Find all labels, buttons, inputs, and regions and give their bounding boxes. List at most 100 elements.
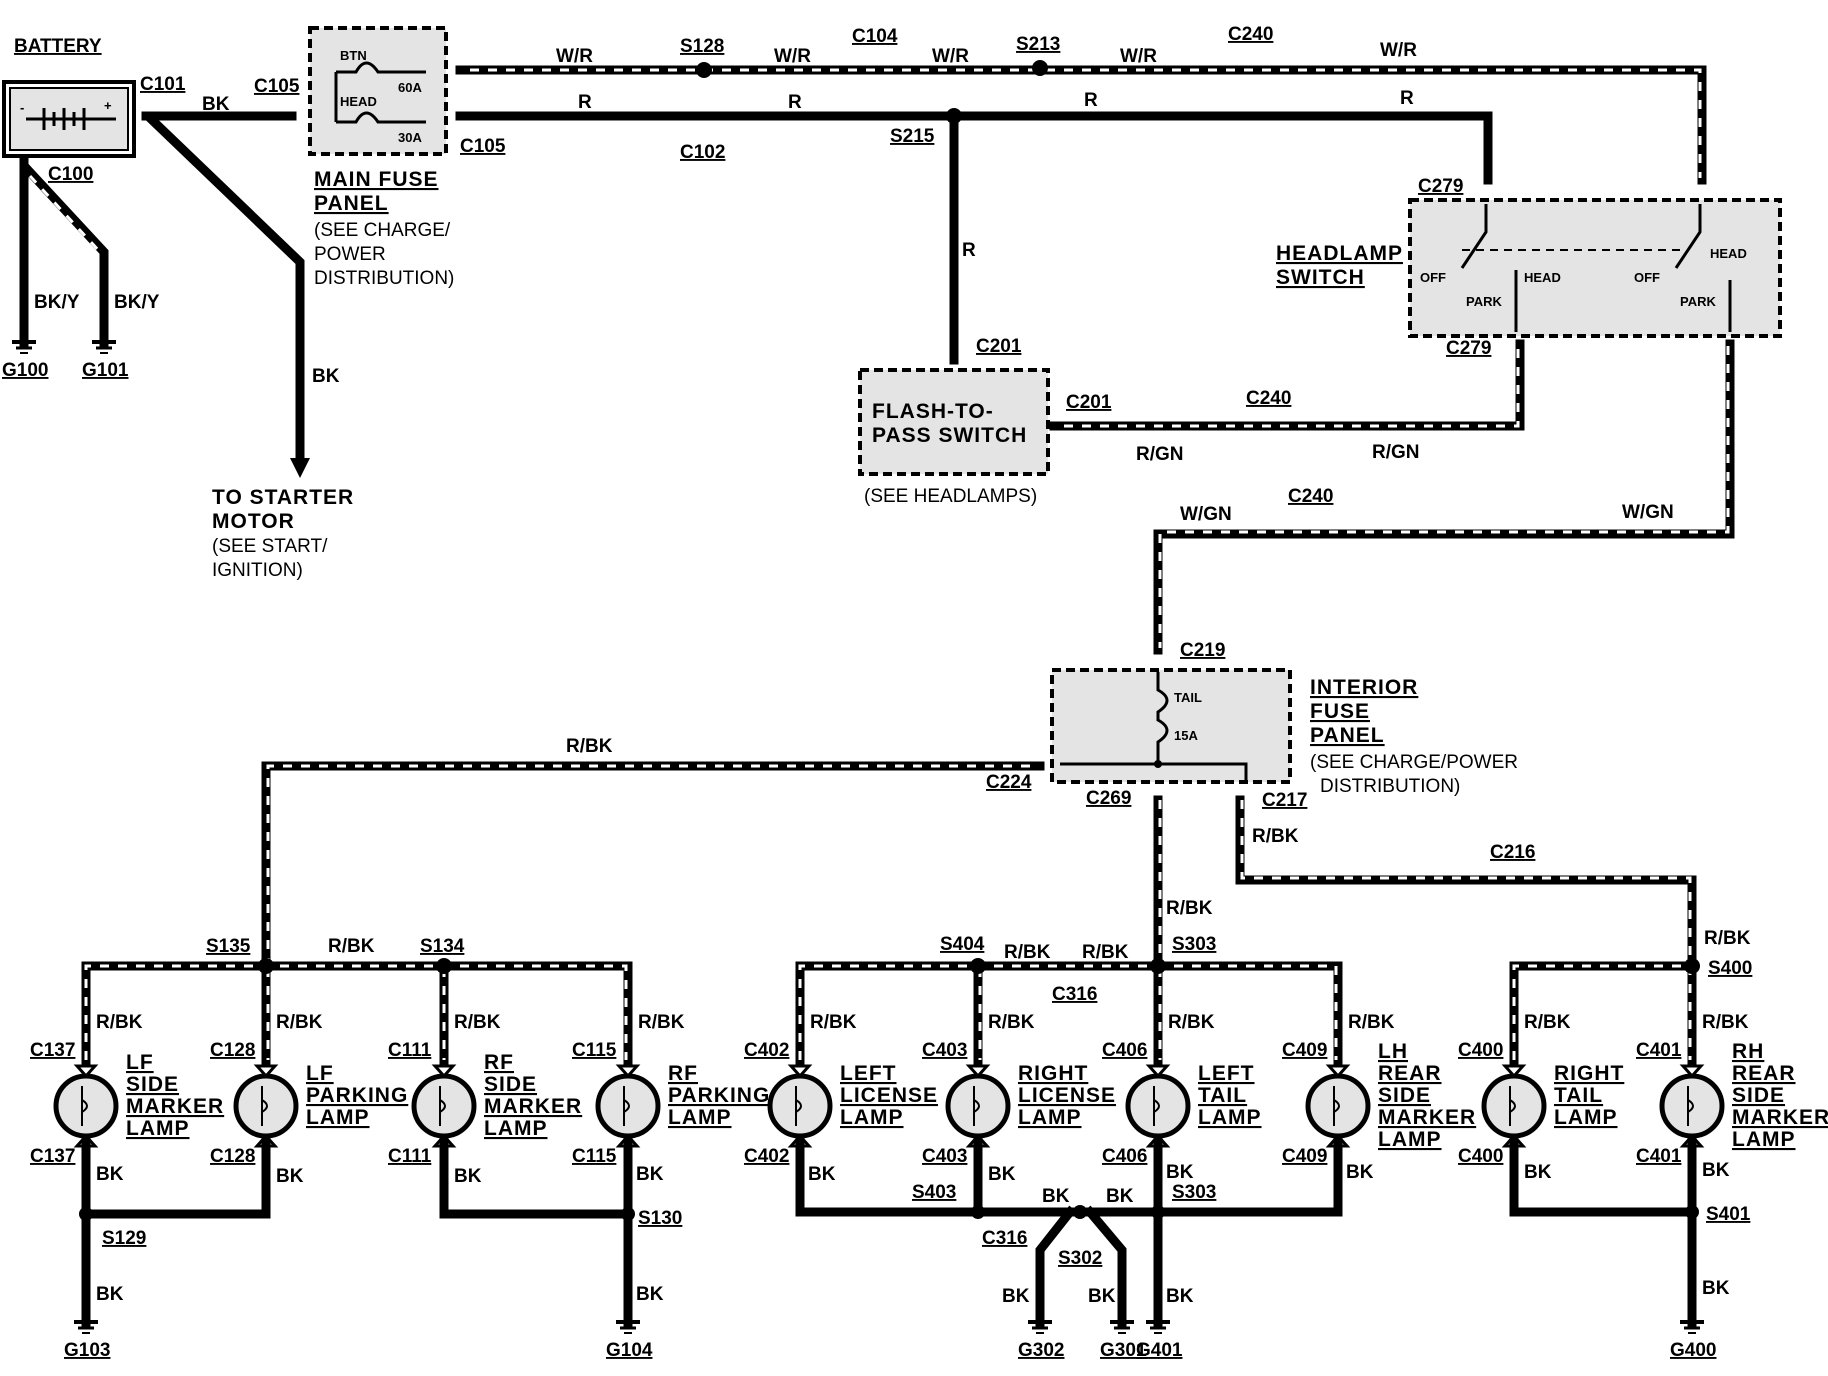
wire-bk-1: BK [202,94,230,115]
svg-text:BK: BK [636,1284,664,1305]
lamp-conn-bottom: C403 [922,1146,967,1167]
lamp-feed-label: R/BK [454,1012,501,1033]
head-label: HEAD [340,94,377,109]
ground-g401: G401 [1136,1320,1183,1361]
c100-label: C100 [48,164,93,185]
lamp-conn-bottom: C137 [30,1146,75,1167]
lamp-name-line: LICENSE [1018,1084,1116,1107]
svg-text:IGNITION): IGNITION) [212,560,303,581]
svg-text:W/GN: W/GN [1622,502,1674,523]
svg-text:OFF: OFF [1420,270,1446,285]
lamp-name-line: PARKING [306,1084,408,1107]
lamp-name-line: RF [484,1051,514,1074]
lamp-conn-top: C111 [388,1040,432,1061]
lamp-feed-label: R/BK [638,1012,685,1033]
main-fuse-panel: BTN 60A HEAD 30A [308,26,448,156]
svg-text:BK: BK [96,1164,124,1185]
lamp-name-line: LAMP [484,1117,548,1140]
lamp-name-line: SIDE [126,1073,179,1096]
svg-text:S404: S404 [940,934,985,955]
svg-text:R/GN: R/GN [1136,444,1184,465]
c105-label-a: C105 [254,76,300,97]
svg-text:MOTOR: MOTOR [212,510,295,533]
lamp-name-line: PARKING [668,1084,770,1107]
svg-text:W/R: W/R [1380,40,1417,61]
svg-text:W/R: W/R [932,46,969,67]
svg-text:BK: BK [1106,1186,1134,1207]
svg-text:POWER: POWER [314,244,386,265]
lamp-name-line: LF [126,1051,154,1074]
lamp-name-line: LICENSE [840,1084,938,1107]
lamp-name-line: MARKER [484,1095,582,1118]
svg-text:S403: S403 [912,1182,956,1203]
wire-bk-2: BK [312,366,340,387]
svg-text:INTERIOR: INTERIOR [1310,676,1418,699]
svg-text:W/GN: W/GN [1180,504,1232,525]
svg-text:W/R: W/R [1120,46,1157,67]
lamp-conn-bottom: C115 [572,1146,617,1167]
ground-label: G100 [2,360,48,381]
lamp-name-line: MARKER [1732,1106,1828,1129]
lamp-name-line: SIDE [1732,1084,1785,1107]
lamp-conn-bottom: C401 [1636,1146,1682,1167]
svg-text:OFF: OFF [1634,270,1660,285]
lamp-feed-label: R/BK [1168,1012,1215,1033]
svg-text:S302: S302 [1058,1248,1102,1269]
lamp-feed-label: R/BK [1348,1012,1395,1033]
lamp-feed-label: R/BK [276,1012,323,1033]
lamps-row: C137C137R/BKLFSIDEMARKERLAMPC128C128R/BK… [30,1012,1828,1167]
svg-text:TAIL: TAIL [1174,690,1202,705]
lamp-name-line: LAMP [1554,1106,1618,1129]
svg-text:C240: C240 [1246,388,1291,409]
svg-text:S129: S129 [102,1228,146,1249]
interior-fuse-panel: TAIL 15A [1050,668,1292,784]
svg-text:R/BK: R/BK [1704,928,1751,949]
svg-text:R/BK: R/BK [1166,898,1213,919]
lamp-name-line: LAMP [1732,1128,1796,1151]
lamp-feed-label: R/BK [1702,1012,1749,1033]
svg-text:R: R [788,92,802,113]
svg-text:PASS SWITCH: PASS SWITCH [872,424,1027,447]
svg-text:R/BK: R/BK [566,736,613,757]
ground-label: G301 [1100,1340,1147,1361]
lamp-name-line: LAMP [1018,1106,1082,1129]
svg-text:R: R [578,92,592,113]
wire-bky-2: BK/Y [114,292,160,313]
lamp-feed-label: R/BK [988,1012,1035,1033]
svg-text:(SEE START/: (SEE START/ [212,536,328,557]
ground-label: G101 [82,360,129,381]
lamp-conn-top: C402 [744,1040,789,1061]
lamp-conn-top: C401 [1636,1040,1682,1061]
s213-splice [1032,60,1048,76]
svg-text:BK: BK [1346,1162,1374,1183]
ground-label: G103 [64,1340,110,1361]
svg-text:C240: C240 [1288,486,1333,507]
svg-text:BK: BK [1002,1286,1030,1307]
lamp-name-line: RIGHT [1018,1062,1088,1085]
svg-text:(SEE CHARGE/: (SEE CHARGE/ [314,220,451,241]
lamp-conn-top: C115 [572,1040,617,1061]
lamp-name-line: LAMP [1378,1128,1442,1151]
ground-label: G400 [1670,1340,1716,1361]
svg-text:BK: BK [1166,1162,1194,1183]
lamp-feed-label: R/BK [1524,1012,1571,1033]
lamp-name-line: LAMP [1198,1106,1262,1129]
svg-text:BK: BK [1166,1286,1194,1307]
svg-text:DISTRIBUTION): DISTRIBUTION) [1320,776,1460,797]
svg-text:R/BK: R/BK [1252,826,1299,847]
svg-text:C269: C269 [1086,788,1131,809]
svg-text:PARK: PARK [1466,294,1502,309]
svg-text:BK: BK [1042,1186,1070,1207]
lamp-feed-label: R/BK [96,1012,143,1033]
lamp-name-line: SIDE [484,1073,537,1096]
svg-text:SWITCH: SWITCH [1276,266,1365,289]
lamp-conn-top: C400 [1458,1040,1503,1061]
lamp-name-line: LAMP [840,1106,904,1129]
svg-text:TO STARTER: TO STARTER [212,486,354,509]
